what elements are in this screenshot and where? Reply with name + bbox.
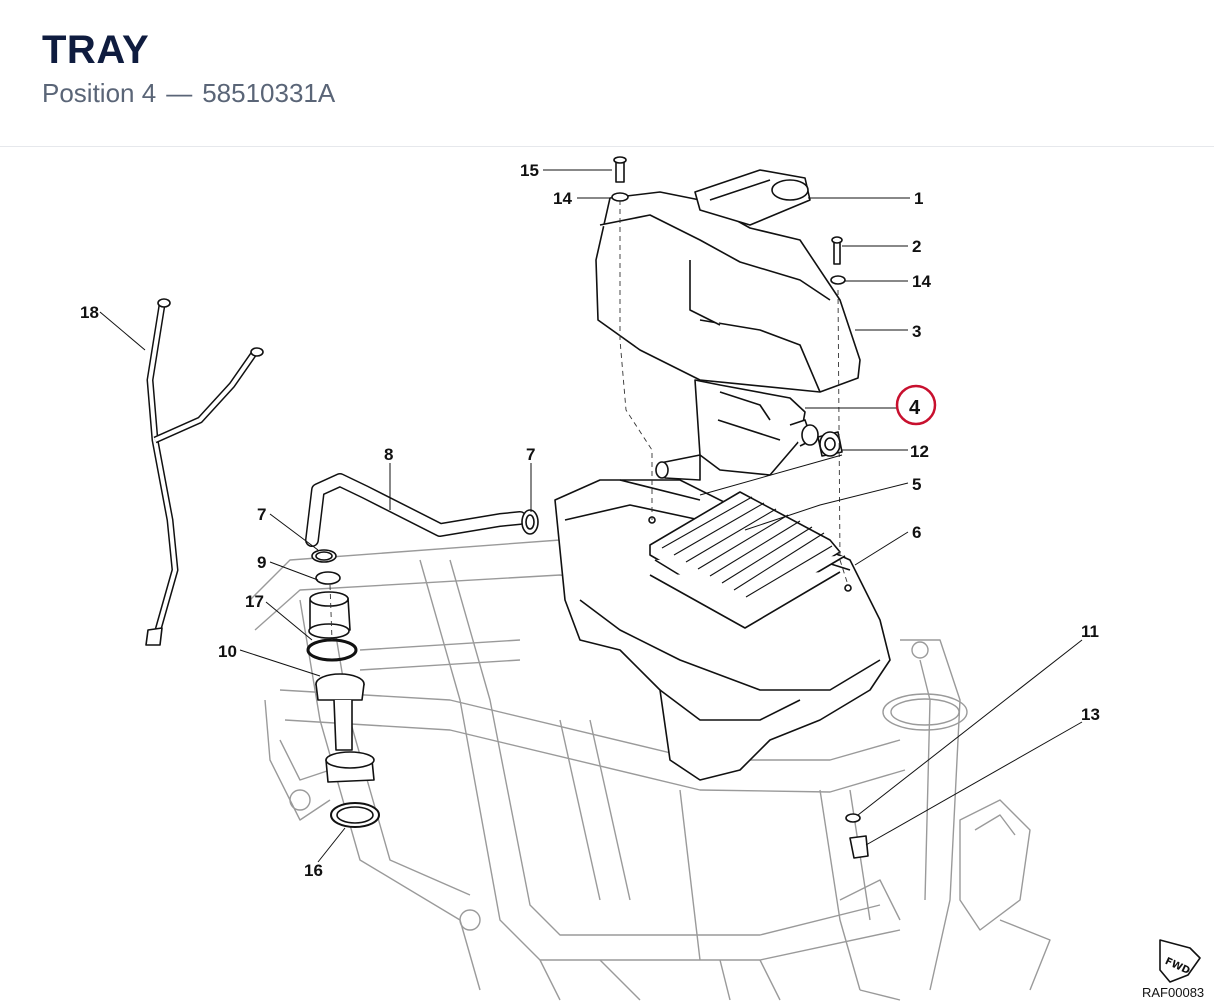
callout-6: 6 — [912, 523, 921, 542]
callout-3: 3 — [912, 322, 921, 341]
drawing-reference: RAF00083 — [1142, 985, 1204, 1000]
guide-lines — [329, 200, 849, 641]
subtitle-dash: — — [166, 78, 193, 108]
callout-1: 1 — [914, 189, 923, 208]
callout-14-right: 14 — [912, 272, 931, 291]
callout-12: 12 — [910, 442, 929, 461]
callout-2: 2 — [912, 237, 921, 256]
callout-16: 16 — [304, 861, 323, 880]
callout-14-top: 14 — [553, 189, 572, 208]
part-number: 58510331A — [202, 78, 336, 108]
callout-7-top: 7 — [526, 445, 535, 464]
callout-7-left: 7 — [257, 505, 266, 524]
page-title: TRAY — [42, 28, 150, 72]
highlight-ring — [895, 384, 937, 426]
callout-labels: 15 14 1 2 14 3 4 12 8 7 7 5 6 9 17 10 18… — [80, 161, 1100, 880]
callout-17: 17 — [245, 592, 264, 611]
exploded-diagram: 15 14 1 2 14 3 4 12 8 7 7 5 6 9 17 10 18… — [0, 147, 1214, 1003]
page-subtitle: Position 4 — 58510331A — [42, 78, 335, 109]
parts-drawing — [145, 156, 1201, 983]
callout-8: 8 — [384, 445, 393, 464]
callout-15: 15 — [520, 161, 539, 180]
callout-11: 11 — [1081, 622, 1099, 641]
leader-lines — [99, 169, 1083, 863]
callout-10: 10 — [218, 642, 237, 661]
callout-18: 18 — [80, 303, 99, 322]
header: TRAY Position 4 — 58510331A — [0, 0, 1214, 147]
callout-13: 13 — [1081, 705, 1100, 724]
callout-5: 5 — [912, 475, 921, 494]
callout-4: 4 — [909, 397, 921, 419]
position-label: Position 4 — [42, 78, 157, 108]
callout-9: 9 — [257, 553, 266, 572]
